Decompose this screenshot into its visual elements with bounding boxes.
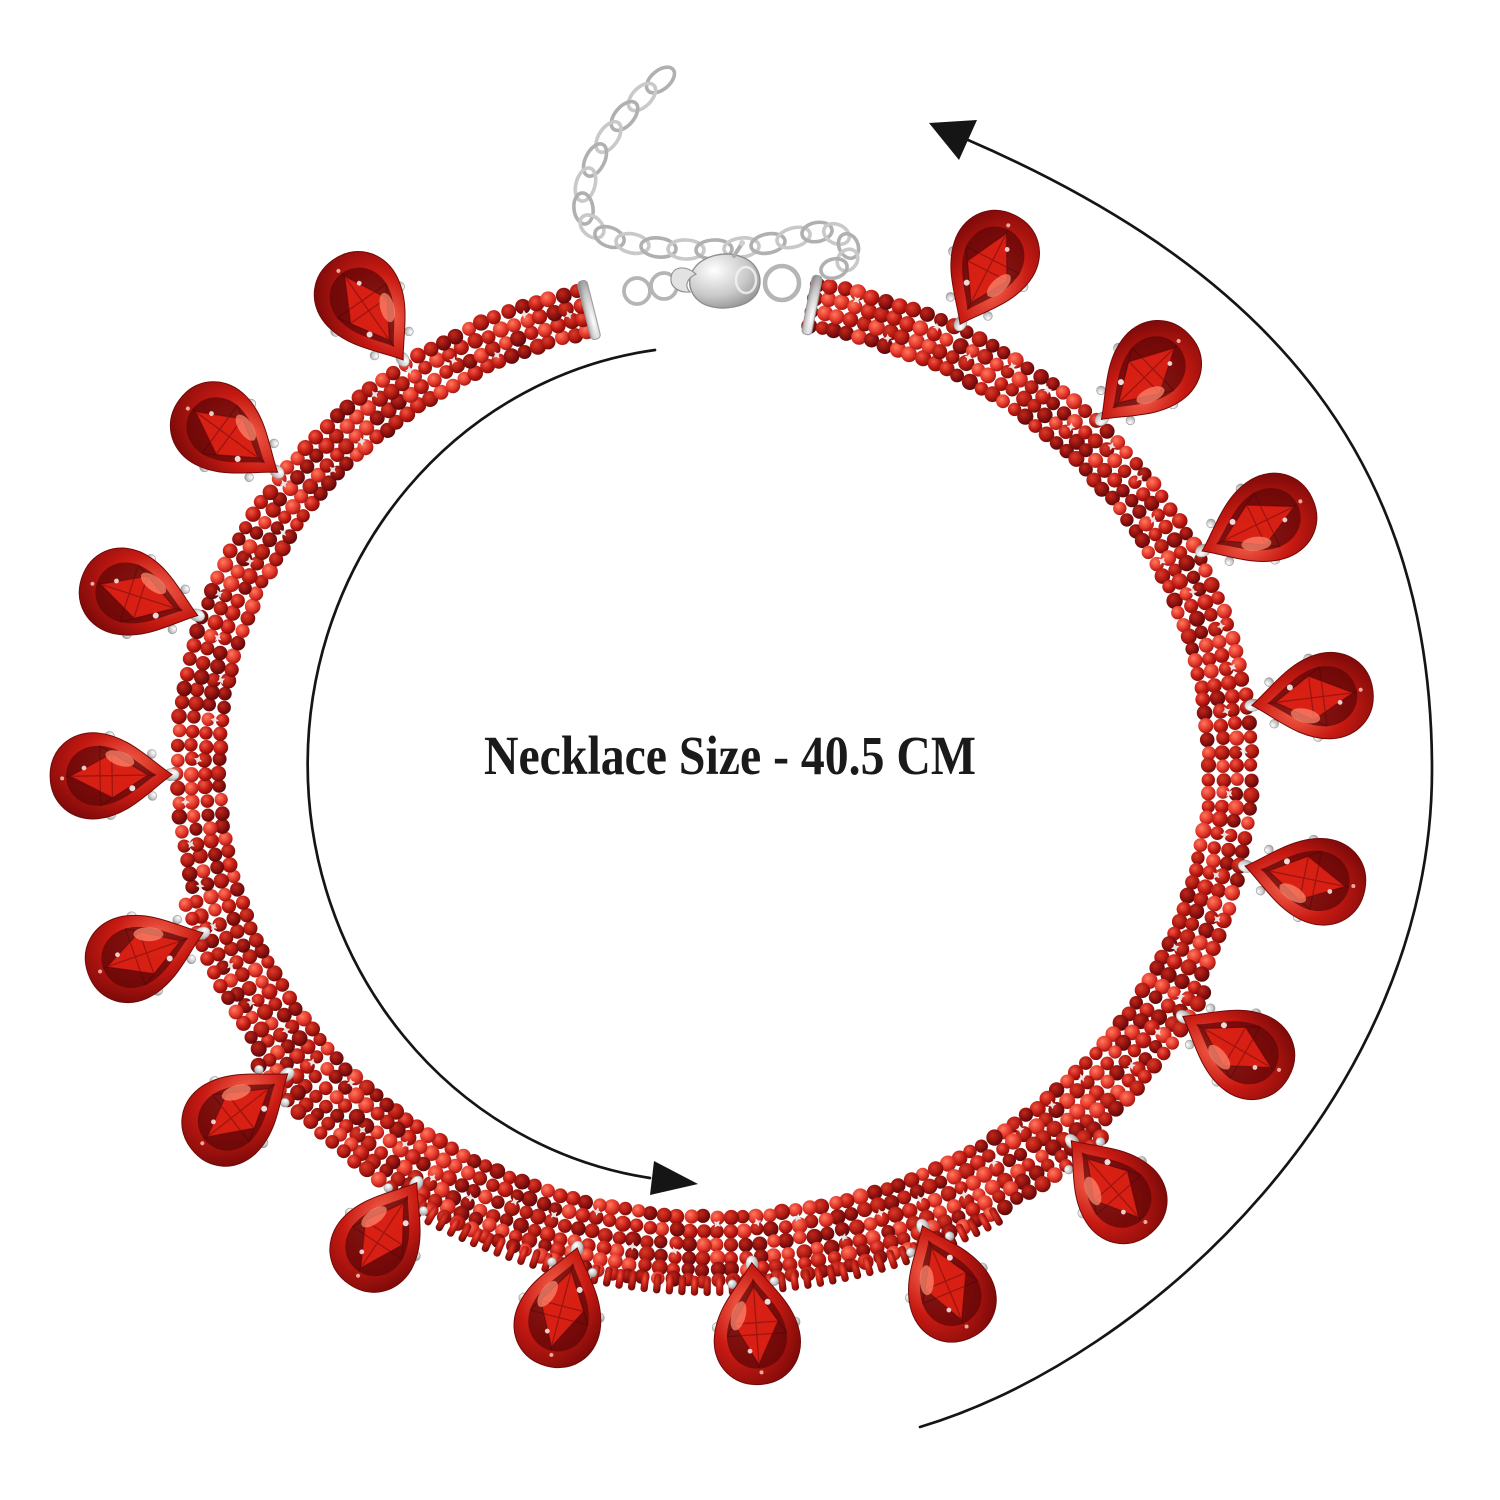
chain-link	[573, 166, 598, 203]
teardrop-gem	[1238, 645, 1379, 751]
jump-ring	[622, 276, 652, 306]
lobster-clasp-icon	[670, 240, 761, 309]
outer-arrowhead-icon	[929, 120, 977, 160]
chain-link	[609, 99, 640, 133]
band-end-cap	[801, 274, 823, 336]
teardrop-gems	[48, 194, 1379, 1389]
chain-link	[572, 191, 595, 226]
rhinestone-band	[169, 277, 1260, 1289]
inner-direction-arrow	[306, 348, 698, 1195]
extender-chain	[572, 65, 861, 281]
chain-link	[639, 236, 678, 259]
chain-link	[775, 225, 812, 250]
chain-link	[626, 81, 658, 113]
chain-link	[644, 65, 677, 95]
chain-link	[819, 256, 849, 281]
chain-link	[666, 238, 706, 261]
chain-link	[836, 231, 861, 261]
outer-direction-arrow	[918, 120, 1434, 1429]
chain-link	[578, 213, 606, 240]
chain-link	[821, 221, 852, 247]
chain-link	[594, 119, 623, 155]
necklace-size-label: Necklace Size - 40.5 CM	[484, 725, 976, 786]
clasp-assembly	[622, 240, 802, 309]
chain-link	[800, 220, 834, 244]
chain-link	[835, 247, 860, 273]
teardrop-gem	[48, 729, 181, 822]
chain-link	[593, 224, 626, 250]
inner-arrowhead-icon	[650, 1161, 698, 1195]
chain-link	[749, 231, 787, 256]
jump-ring	[762, 263, 802, 303]
band-end-cap	[577, 280, 601, 340]
chain-link	[581, 142, 609, 178]
chain-link	[614, 231, 651, 256]
